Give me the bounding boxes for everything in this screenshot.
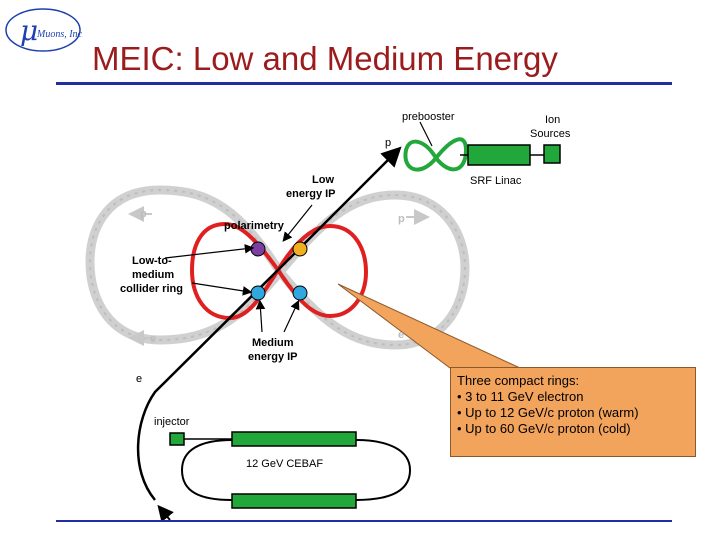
medium-ip-dot-left: [250, 285, 266, 301]
srf-linac-block: [467, 144, 531, 166]
cebaf-linac-top: [231, 431, 357, 447]
label-ion-sources-2: Sources: [530, 128, 571, 140]
label-e-injector: e: [136, 373, 142, 385]
label-e-right: e: [398, 329, 404, 341]
label-ring-2: medium: [132, 269, 174, 281]
label-medium-ip-2: energy IP: [248, 351, 298, 363]
electron-collider-ring: [189, 221, 369, 321]
label-ion-sources-1: Ion: [545, 114, 560, 126]
label-p-left: p: [140, 208, 147, 220]
callout-line-1: • 3 to 11 GeV electron: [457, 389, 584, 404]
callout-box: Three compact rings: • 3 to 11 GeV elect…: [450, 367, 696, 457]
callout-line-2: • Up to 12 GeV/c proton (warm): [457, 405, 639, 420]
callout-pointer: [337, 283, 521, 369]
title-underline: [56, 82, 672, 85]
logo-mu-glyph: μ: [20, 14, 38, 47]
label-ring-1: Low-to-: [132, 255, 172, 267]
muons-inc-logo: μ Muons, Inc.: [4, 6, 85, 54]
ion-source-block: [543, 144, 561, 164]
label-prebooster: prebooster: [402, 111, 455, 123]
label-low-energy-ip-1: Low: [312, 174, 334, 186]
label-p-right: p: [398, 213, 405, 225]
label-p-top: p: [385, 137, 391, 149]
callout-heading: Three compact rings:: [457, 373, 580, 388]
label-e-left: e: [150, 333, 156, 345]
label-low-energy-ip-2: energy IP: [286, 188, 336, 200]
label-srf-linac: SRF Linac: [470, 175, 522, 187]
label-cebaf: 12 GeV CEBAF: [246, 458, 323, 470]
injector-block: [169, 432, 185, 446]
electron-transport-line: [136, 146, 412, 523]
label-polarimetry: polarimetry: [224, 220, 285, 232]
label-medium-ip-1: Medium: [252, 337, 294, 349]
prebooster-ring: [403, 137, 469, 172]
label-injector: injector: [154, 416, 190, 428]
logo-text: Muons, Inc.: [36, 29, 82, 40]
label-ring-3: collider ring: [120, 283, 183, 295]
footer-rule: [56, 520, 672, 522]
polarimeter-dot-purple: [250, 241, 266, 257]
polarimeter-dot-yellow: [292, 241, 308, 257]
callout-line-3: • Up to 60 GeV/c proton (cold): [457, 421, 631, 436]
medium-ip-dot-right: [292, 285, 308, 301]
page-title: MEIC: Low and Medium Energy: [92, 40, 558, 77]
cebaf-linac-bottom: [231, 493, 357, 509]
